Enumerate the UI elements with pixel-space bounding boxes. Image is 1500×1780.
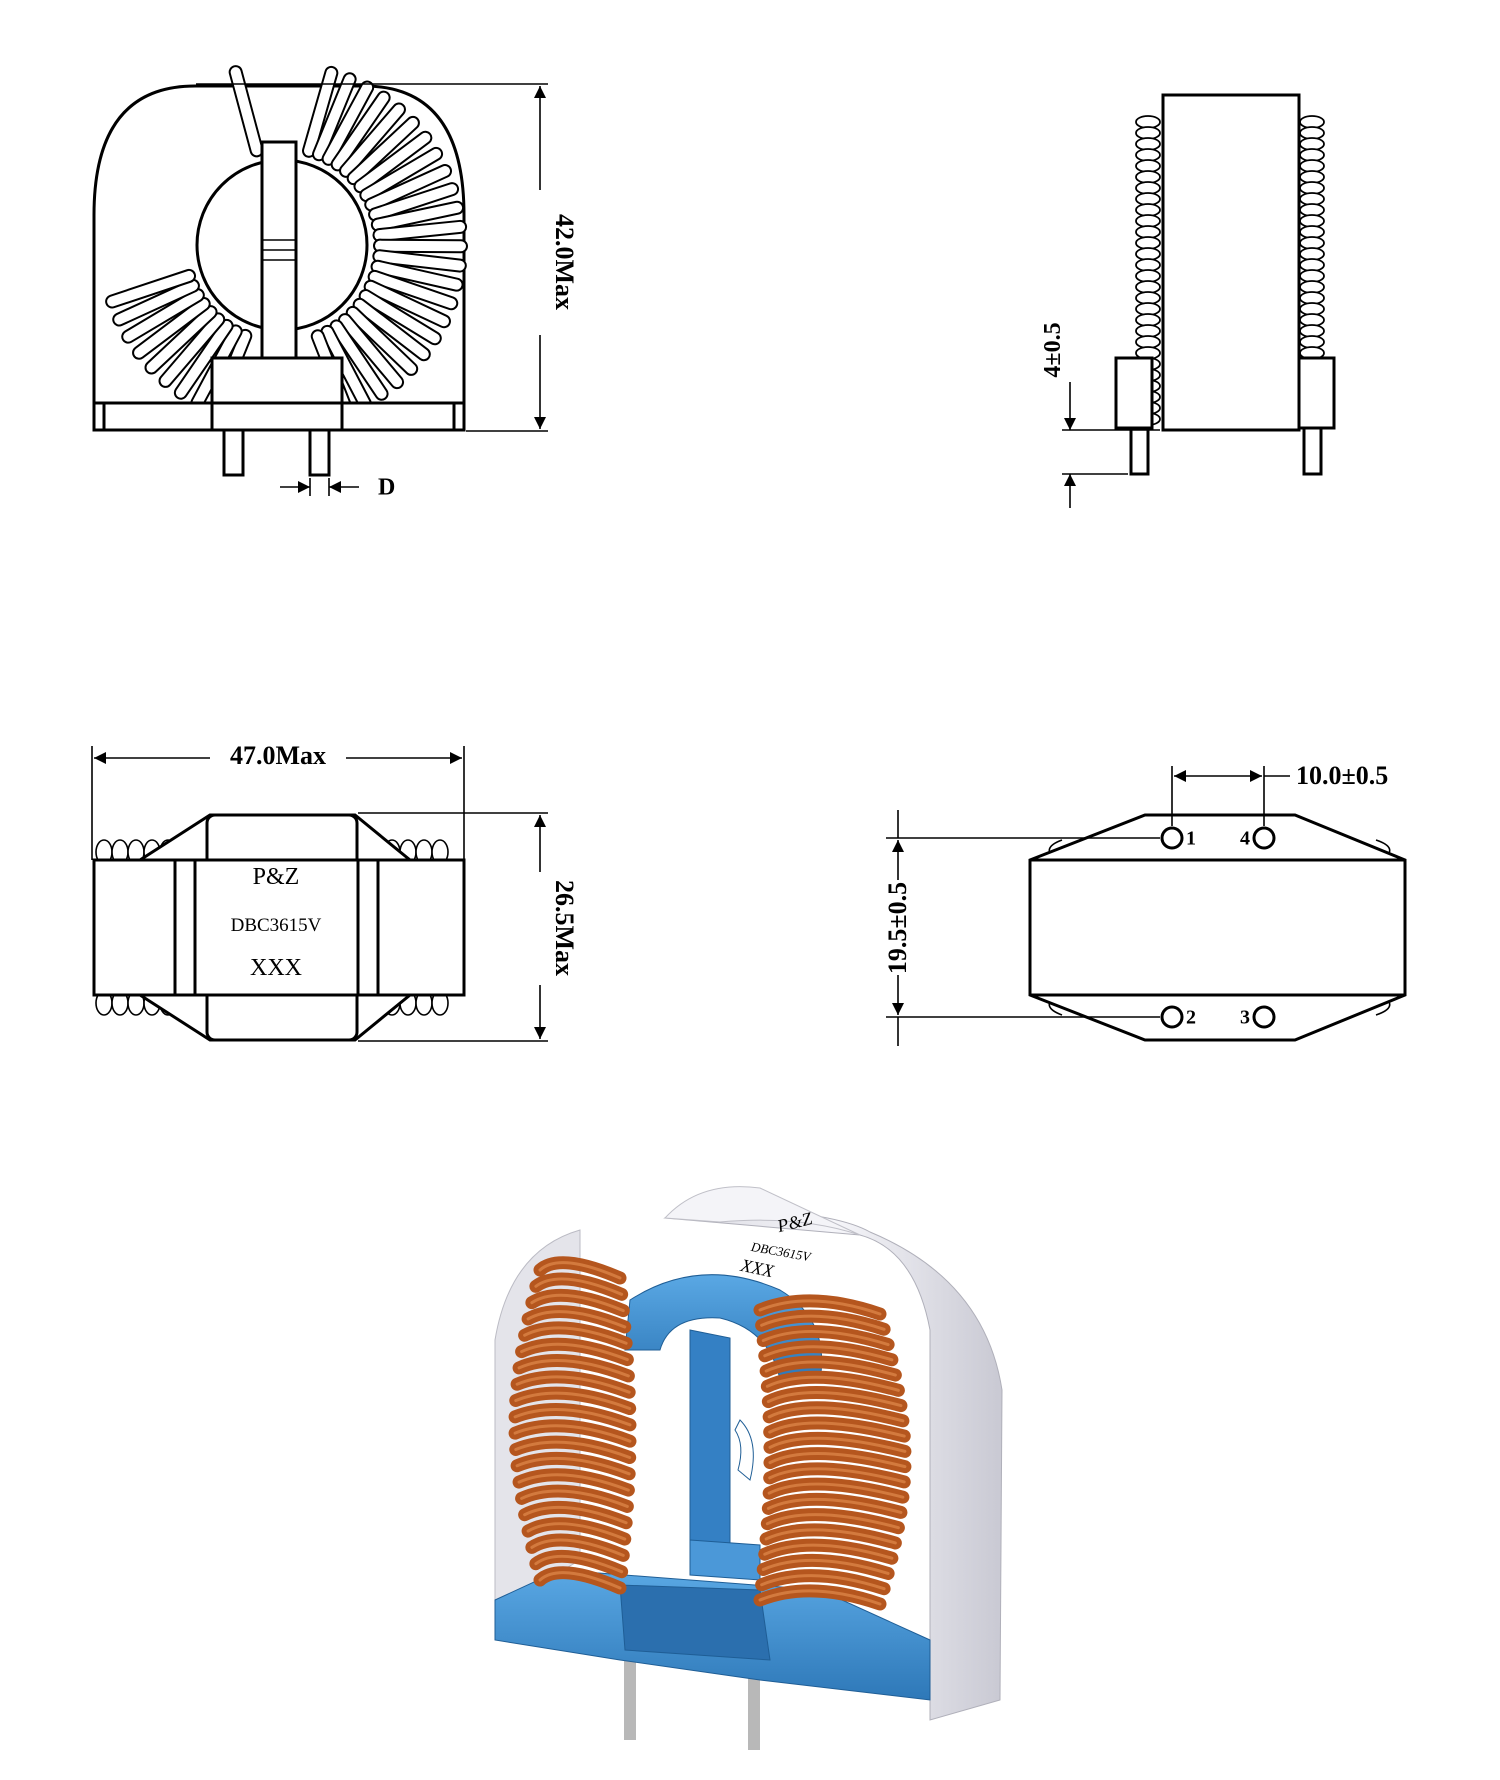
front-view: 42.0Max D: [92, 65, 579, 501]
bottom-view: 1 4 2 3 10.0±0.5 19.5±0.5: [883, 761, 1407, 1046]
front-view-base: [92, 401, 466, 432]
front-view-center-post: [260, 140, 298, 366]
winding-turn: [105, 268, 197, 309]
pin-label-2: 2: [1186, 1007, 1196, 1029]
bottom-view-outline: [1028, 813, 1407, 1042]
winding-turn: [158, 312, 226, 388]
height-dimension-label: 42.0Max: [550, 214, 579, 310]
render-case-top: [663, 1186, 861, 1236]
marking-code: XXX: [250, 955, 302, 981]
render-pin-right: [748, 1660, 760, 1750]
winding-turn: [312, 72, 357, 162]
front-view-bobbin-base: [210, 356, 344, 405]
winding-turn: [372, 219, 468, 243]
pin-hole-4: [1252, 826, 1276, 850]
pin-label-4: 4: [1240, 828, 1250, 850]
winding-turn: [352, 297, 431, 362]
side-view-pin-left: [1129, 426, 1150, 476]
winding-turn: [372, 238, 468, 254]
winding-turn: [368, 182, 460, 222]
side-view-bobbin-left: [1114, 356, 1154, 430]
winding-turn: [144, 305, 218, 375]
winding-turn: [132, 296, 211, 360]
winding-turn: [345, 305, 419, 376]
winding-turn: [367, 269, 459, 311]
winding-turn: [173, 318, 234, 400]
side-view: 4±0.5: [1040, 93, 1336, 508]
winding-turn: [370, 200, 465, 232]
winding-turn: [372, 249, 467, 273]
render-marking-code: XXX: [738, 1255, 776, 1282]
winding-turn: [112, 278, 200, 327]
pin-pitch-label: 10.0±0.5: [1296, 761, 1388, 790]
width-dimension-label: 47.0Max: [230, 741, 326, 770]
winding-turn: [121, 288, 205, 344]
render-pin-left: [624, 1650, 636, 1740]
winding-turn: [337, 313, 405, 390]
standoff-dimension-label: 4±0.5: [1040, 322, 1066, 377]
winding-turn: [330, 90, 391, 172]
render-center-post: [689, 1329, 731, 1561]
winding-turn: [370, 259, 464, 292]
front-view-pin-right: [308, 428, 331, 477]
pin-diameter-label: D: [378, 475, 395, 501]
marking-part-number: DBC3615V: [231, 915, 322, 936]
winding-turn: [353, 130, 433, 194]
winding-turn: [321, 80, 375, 166]
row-spacing-label: 19.5±0.5: [883, 882, 912, 974]
top-view: P&Z DBC3615V XXX 47.0Max 26.5Max: [91, 741, 579, 1042]
front-view-pin-left: [222, 428, 245, 477]
marking-brand: P&Z: [253, 864, 300, 890]
winding-turn: [364, 164, 453, 212]
pin-hole-3: [1252, 1005, 1276, 1029]
winding-turn: [302, 65, 339, 158]
render-winding-right: [753, 1294, 912, 1611]
winding-turn: [339, 102, 406, 178]
top-view-case: [92, 858, 466, 997]
pin-hole-2: [1160, 1005, 1184, 1029]
render-winding-left: [508, 1256, 637, 1595]
winding-turn: [329, 319, 389, 401]
pin-label-3: 3: [1240, 1007, 1250, 1029]
winding-turn: [359, 146, 444, 203]
pin-label-1: 1: [1186, 828, 1196, 850]
depth-dimension-label: 26.5Max: [550, 880, 579, 976]
winding-turn: [228, 65, 264, 158]
side-view-case: [1161, 93, 1301, 432]
winding-turn: [358, 289, 442, 346]
winding-turn: [346, 115, 420, 186]
side-view-bobbin-right: [1296, 356, 1336, 430]
winding-turn: [363, 279, 451, 329]
side-view-pin-right: [1302, 426, 1323, 476]
3d-render: P&Z DBC3615V XXX: [494, 1186, 1003, 1750]
pin-hole-1: [1160, 826, 1184, 850]
